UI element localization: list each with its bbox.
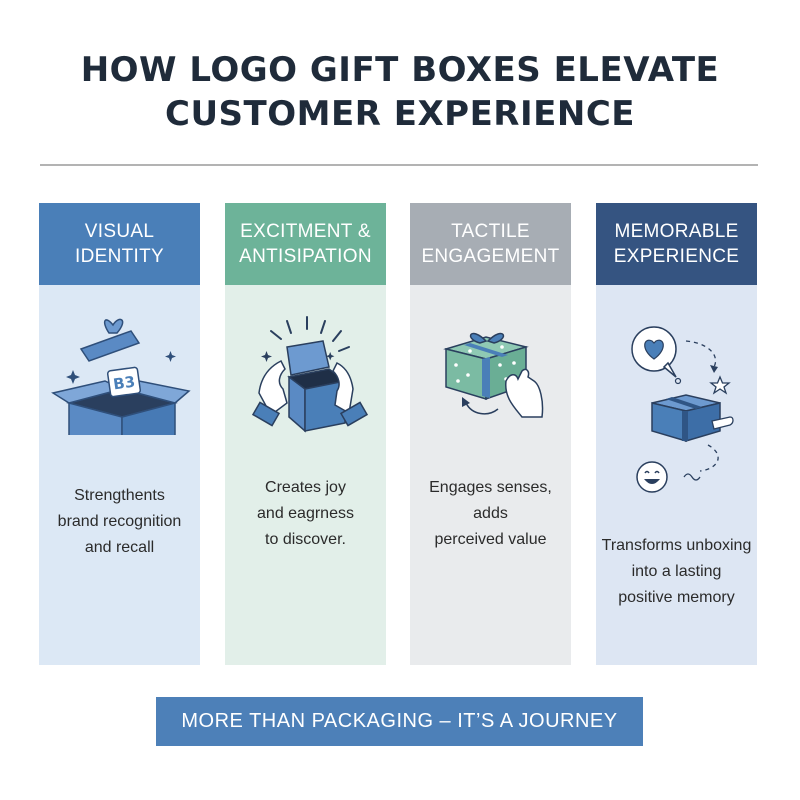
column-memorable-experience: MEMORABLE EXPERIENCE (596, 203, 757, 665)
column-tactile-engagement: TACTILE ENGAGEMENT Engages sen (410, 203, 571, 665)
column-description: Transforms unboxing into a lasting posit… (601, 537, 752, 606)
column-description: Engages senses, adds perceived value (429, 479, 552, 548)
column-heading: VISUAL IDENTITY (39, 203, 200, 285)
open-logo-box-icon: B3 (51, 318, 191, 435)
title-line-2: CUSTOMER EXPERIENCE (165, 94, 635, 134)
hands-opening-box-icon (251, 316, 369, 433)
column-body: Engages senses, adds perceived value (410, 285, 571, 665)
column-excitement-anticipation: EXCITMENT & ANTISIPATION (225, 203, 386, 665)
column-body: Transforms unboxing into a lasting posit… (596, 285, 757, 665)
title-divider (40, 164, 758, 166)
svg-text:B3: B3 (112, 373, 136, 394)
column-description: Creates joy and eagrness to discover. (257, 479, 354, 548)
column-visual-identity: VISUAL IDENTITY B3 Strengthents brand re… (39, 203, 200, 665)
column-heading: EXCITMENT & ANTISIPATION (225, 203, 386, 285)
title-line-1: HOW LOGO GIFT BOXES ELEVATE (80, 50, 720, 90)
column-body: Creates joy and eagrness to discover. (225, 285, 386, 665)
column-description: Strengthents brand recognition and recal… (57, 487, 182, 556)
memory-journey-icon (631, 326, 734, 493)
column-heading: MEMORABLE EXPERIENCE (596, 203, 757, 285)
hand-touching-gift-icon (443, 332, 544, 418)
column-heading: TACTILE ENGAGEMENT (410, 203, 571, 285)
footer-banner: MORE THAN PACKAGING – IT’S A JOURNEY (156, 697, 643, 746)
page-title: HOW LOGO GIFT BOXES ELEVATE CUSTOMER EXP… (0, 48, 800, 136)
column-body: B3 Strengthents brand recognition and re… (39, 285, 200, 665)
